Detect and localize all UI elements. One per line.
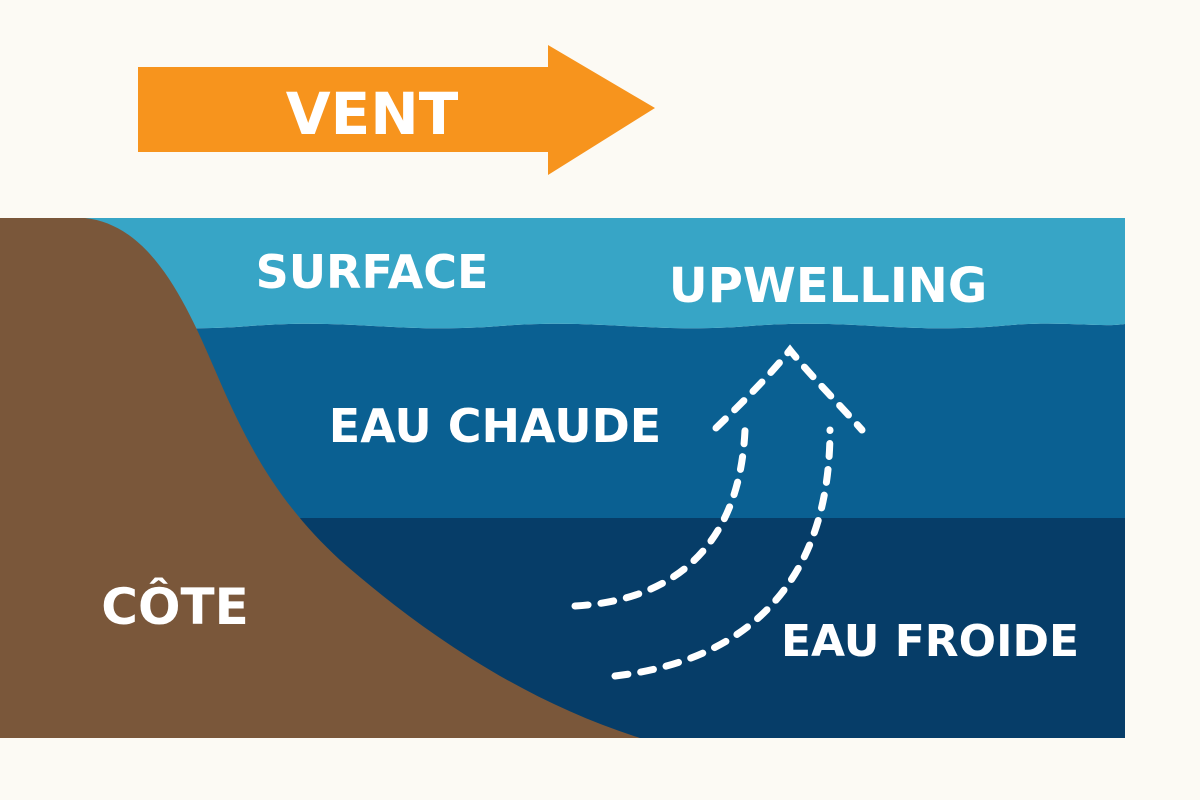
wind-arrow-shape — [138, 45, 655, 175]
dashed-curved-up-arrow-icon — [571, 344, 866, 680]
wind-label: VENT — [286, 80, 459, 148]
coast-label: CÔTE — [101, 577, 248, 636]
upwelling-arrow-inner — [571, 426, 749, 610]
warm-water-label: EAU CHAUDE — [329, 399, 661, 453]
surface-water-layer — [0, 218, 1125, 329]
surface-label: SURFACE — [256, 245, 489, 299]
upwelling-label: UPWELLING — [669, 258, 988, 314]
cold-water-label: EAU FROIDE — [781, 616, 1079, 667]
upwelling-arrow-outer — [611, 426, 834, 680]
upwelling-arrowhead — [712, 344, 866, 434]
coast-landmass — [0, 218, 640, 738]
warm-water-layer — [0, 323, 1125, 518]
right-arrow-icon — [138, 45, 655, 175]
